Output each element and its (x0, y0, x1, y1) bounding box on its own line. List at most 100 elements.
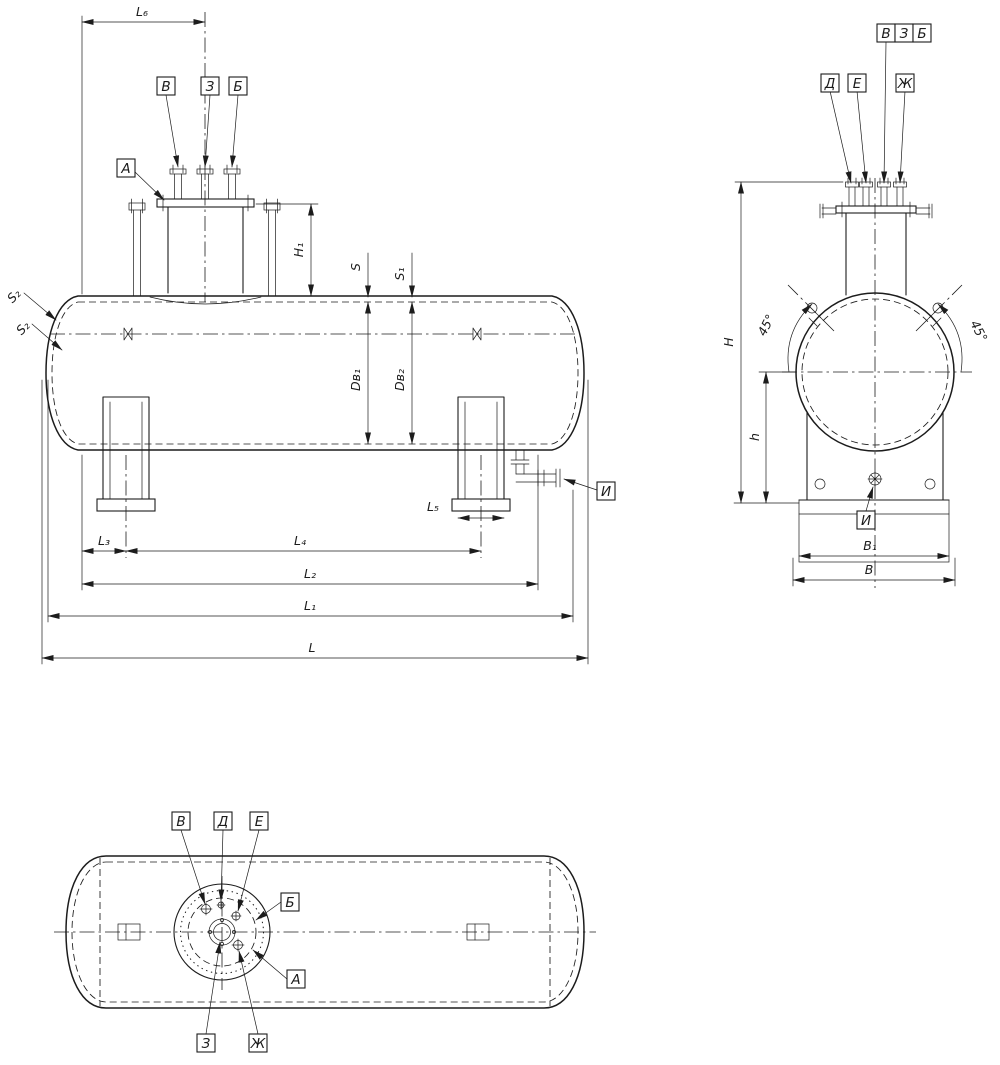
side-stub-left (819, 203, 837, 219)
leader-D (218, 829, 225, 902)
nozzle-port-Zh (231, 938, 245, 952)
dim-B: B (865, 562, 874, 577)
manhole-flange-outer (173, 883, 271, 981)
nozzle-stub-V (169, 164, 187, 200)
leader-D (829, 90, 852, 184)
angle-arc-left (787, 303, 813, 373)
end-callouts: В З Б Д Е Ж И (820, 23, 932, 530)
callout-box-A (286, 969, 306, 989)
callout-Zh: Ж (897, 76, 913, 92)
plan-inner-dashed (71, 861, 579, 1003)
end-shell (782, 178, 972, 588)
leader-E (237, 829, 260, 912)
end-view: H h 45° 45° B₁ B В З Б Д Е Ж И (721, 23, 991, 588)
ext-lines-lengths (41, 379, 589, 665)
leader-V (180, 829, 206, 905)
dim-B1: B₁ (863, 538, 877, 553)
end-drain (867, 471, 883, 487)
callout-box-V (156, 76, 176, 96)
dim-L3: L₃ (98, 533, 110, 548)
callout-box-I (856, 510, 876, 530)
dim-S: S (348, 263, 363, 271)
reinforcement-pad (149, 296, 262, 305)
callout-Zh: Ж (250, 1036, 266, 1052)
callout-box-Z (196, 1033, 216, 1053)
callout-A: А (290, 972, 300, 988)
angle-arc-right (937, 303, 963, 373)
callout-B: Б (233, 79, 242, 95)
leader-I (563, 478, 598, 491)
saddle-web (798, 412, 950, 501)
callout-A: А (120, 161, 130, 177)
saddle-support-right (451, 396, 511, 558)
outer-pipe-right (263, 198, 281, 297)
nozzle-port-E (230, 910, 242, 922)
callout-box-D (820, 73, 840, 93)
callout-box-E (249, 811, 269, 831)
leader-S2a (23, 292, 57, 321)
center-nozzle-outer (208, 918, 236, 946)
dim-H: H (721, 337, 736, 347)
top-callouts: В Д Е Б А З Ж (171, 811, 306, 1053)
front-dimensions: L₆ H₁ S Dв₁ S₁ Dв₂ S₂ S₂ L₅ L₃ L₄ L₂ L₁ … (4, 4, 589, 665)
leader-Z (205, 941, 222, 1035)
callout-box-V (171, 811, 191, 831)
callout-V: В (161, 79, 170, 95)
lug-axis-left (787, 284, 835, 332)
callout-Z: З (900, 26, 909, 42)
leader-E (856, 90, 868, 184)
nozzle-port-D (216, 900, 226, 910)
front-supports (96, 396, 511, 558)
bolt-hole-left (814, 478, 826, 490)
leader-I (865, 486, 874, 512)
callout-Z: З (206, 79, 215, 95)
flange-bolts (841, 201, 911, 218)
dim-L4: L₄ (294, 533, 306, 548)
leader-A (252, 949, 288, 980)
callout-I: И (601, 484, 611, 500)
callout-box-D (213, 811, 233, 831)
nozzle-port-V (199, 902, 213, 916)
dim-L6: L₆ (136, 4, 148, 19)
callout-box-Zh (895, 73, 915, 93)
leader-B (229, 94, 239, 168)
leader-Zh (897, 90, 906, 184)
lug-axis-right (915, 284, 963, 332)
dim-S2a: S₂ (4, 286, 24, 306)
dim-L2: L₂ (304, 566, 316, 581)
dim-angle-left: 45° (754, 312, 777, 339)
shell-inner-dashed (51, 301, 579, 445)
dim-H1: H₁ (291, 243, 306, 257)
side-nozzle-left (123, 327, 133, 341)
head-tangent-lines (99, 858, 551, 1006)
callout-box-E (847, 73, 867, 93)
front-drain-assembly (510, 449, 561, 488)
dim-h: h (747, 433, 762, 441)
callout-box-Z (200, 76, 220, 96)
end-nozzle-stubs (845, 177, 907, 207)
leader-V (165, 94, 180, 168)
bolt-hole-right (924, 478, 936, 490)
side-stub-right (915, 203, 933, 219)
nozzle-stub-B (223, 164, 241, 200)
saddle-support-left (96, 396, 156, 558)
plan-outline (65, 855, 585, 1009)
callout-box-B (912, 23, 932, 43)
plan-side-nozzles (117, 923, 490, 941)
callout-I: И (861, 513, 871, 529)
base-outline (798, 499, 950, 563)
callout-box-A (116, 158, 136, 178)
dim-S2b: S₂ (13, 318, 33, 338)
end-manhole-assembly (819, 177, 933, 296)
leader-Zh (238, 950, 259, 1035)
manhole-flange (156, 198, 255, 208)
dim-Dv2: Dв₂ (392, 369, 407, 391)
callout-E: Е (255, 814, 264, 830)
dim-angle-right: 45° (967, 318, 990, 345)
front-callouts: В З Б А И (116, 76, 616, 501)
center-nozzle-inner (213, 923, 231, 941)
top-shell (54, 855, 596, 1009)
front-manhole-assembly (128, 12, 281, 305)
dim-L: L (309, 640, 316, 655)
